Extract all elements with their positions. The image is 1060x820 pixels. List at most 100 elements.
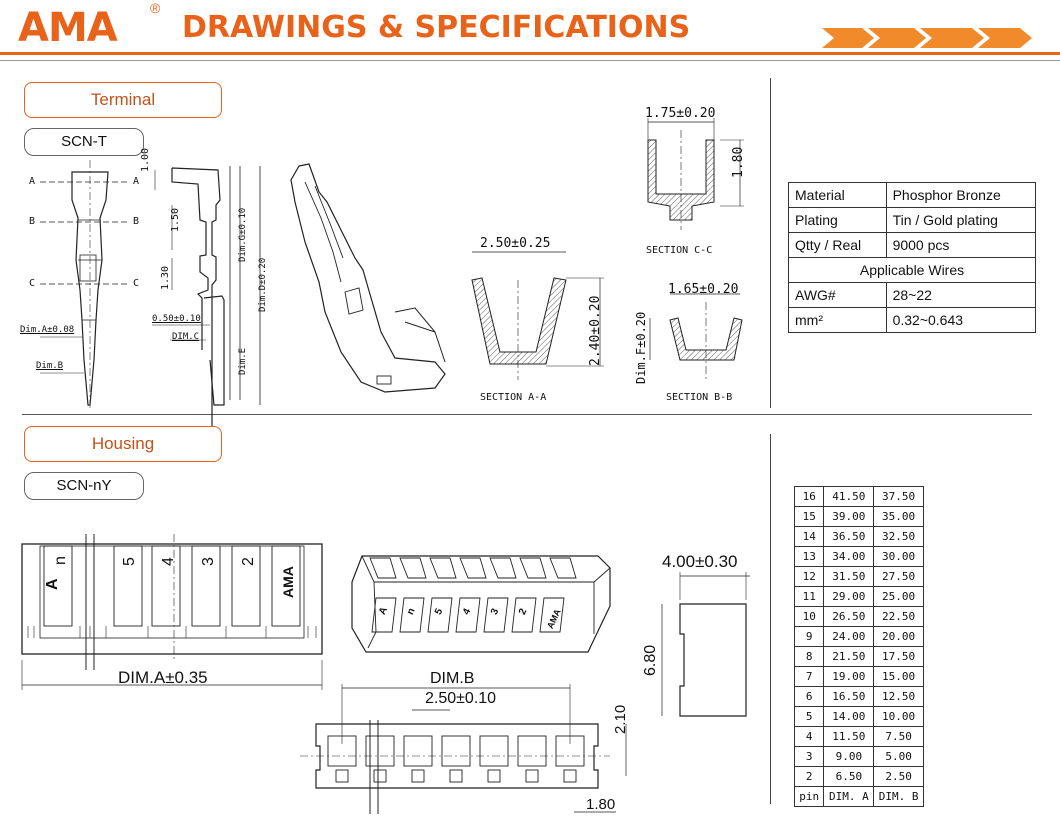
height-label: 6.80: [642, 644, 659, 676]
front-num-5: 5: [121, 557, 138, 566]
dim-b-cell: 5.00: [873, 746, 924, 767]
label-b-right: B: [133, 216, 140, 227]
housing-bottom-view: [300, 684, 627, 814]
dim-a-cell: 26.50: [823, 606, 875, 627]
section-aa-drawing: [471, 251, 604, 380]
page-title: DRAWINGS & SPECIFICATIONS: [182, 10, 691, 45]
sec-aa-width: 2.50±0.25: [480, 236, 551, 251]
pitch-label: 2.50±0.10: [425, 690, 497, 707]
header-rule-thin: [0, 60, 1060, 61]
front-num-a: A: [44, 578, 61, 590]
dim-b-cell: 25.00: [873, 586, 924, 607]
section-divider: [22, 414, 1032, 415]
housing-part-label: SCN-nY: [24, 472, 144, 500]
dim-a-cell: 9.00: [823, 746, 875, 767]
spec-value: 28~22: [885, 282, 1037, 308]
dim-b-cell: 12.50: [873, 686, 924, 707]
dim-b-cell: 17.50: [873, 646, 924, 667]
vertical-divider-top: [770, 78, 771, 408]
housing-front-view: [21, 534, 323, 690]
spec-key: Qtty / Real: [788, 232, 887, 258]
dim-b-cell: 10.00: [873, 706, 924, 727]
label-dim-g: Dim.G±0.10: [238, 207, 248, 262]
label-dim-c: DIM.C: [172, 332, 200, 342]
terminal-iso-view: [290, 163, 446, 393]
housing-side-view: [661, 572, 750, 717]
applicable-wires: Applicable Wires: [788, 257, 1036, 283]
registered-mark: ®: [150, 0, 161, 16]
dim-a-cell: 36.50: [823, 526, 875, 547]
front-num-2: 2: [240, 557, 257, 566]
label-dim-b: Dim.B: [36, 361, 64, 371]
spec-value: Tin / Gold plating: [885, 207, 1037, 233]
dim-b-cell: 15.00: [873, 666, 924, 687]
sec-aa-caption: SECTION A-A: [480, 392, 547, 403]
dim-a-cell: 19.00: [823, 666, 875, 687]
spec-row: Applicable Wires: [788, 257, 1036, 283]
ama-logo: AMA: [18, 5, 118, 51]
dim-header-b: DIM. B: [873, 786, 924, 807]
section-bb-drawing: [649, 293, 743, 382]
spec-key: Plating: [788, 207, 887, 233]
dim-a-cell: 39.00: [823, 506, 875, 527]
dim-pin-cell: 10: [793, 606, 825, 627]
dim-header-a: DIM. A: [823, 786, 875, 807]
dim-header-pin: pin: [793, 786, 825, 807]
label-dim-d: Dim.D±0.20: [258, 257, 268, 312]
dim-a-cell: 31.50: [823, 566, 875, 587]
dim-b-cell: 30.00: [873, 546, 924, 567]
dim-pin-cell: 8: [793, 646, 825, 667]
sec-bb-caption: SECTION B-B: [666, 392, 733, 403]
spec-row: AWG#28~22: [788, 282, 1037, 308]
dim-a-cell: 24.00: [823, 626, 875, 647]
dim-pin-cell: 15: [793, 506, 825, 527]
dim-b-cell: 2.50: [873, 766, 924, 787]
housing-iso-view: [351, 555, 611, 653]
dim-a-label: DIM.A±0.35: [118, 668, 208, 687]
sec-bb-width: 1.65±0.20: [668, 282, 739, 297]
dim-pin-cell: 14: [793, 526, 825, 547]
front-num-3: 3: [200, 557, 217, 566]
sec-cc-caption: SECTION C-C: [646, 245, 713, 256]
spec-value: 9000 pcs: [885, 232, 1037, 258]
label-130: 1.30: [160, 265, 171, 290]
spec-value: Phosphor Bronze: [885, 182, 1037, 208]
dim-a-cell: 11.50: [823, 726, 875, 747]
label-a-left: A: [29, 176, 36, 187]
terminal-side-view: [152, 166, 261, 450]
label-c-left: C: [29, 278, 36, 289]
dim-a-cell: 16.50: [823, 686, 875, 707]
sec-cc-height: 1.80: [731, 146, 746, 178]
dim-b-cell: 7.50: [873, 726, 924, 747]
dim-a-cell: 41.50: [823, 486, 875, 507]
dim-pin-cell: 13: [793, 546, 825, 567]
label-dim-e: Dim.E: [238, 347, 248, 375]
spec-key: Material: [788, 182, 887, 208]
label-dim-a: Dim.A±0.08: [20, 325, 75, 335]
dim-b-cell: 22.50: [873, 606, 924, 627]
dim-pin-cell: 9: [793, 626, 825, 647]
dim-pin-cell: 5: [793, 706, 825, 727]
housing-section-label: Housing: [24, 426, 222, 462]
spec-value: 0.32~0.643: [885, 307, 1037, 333]
spec-key: mm²: [788, 307, 887, 333]
vertical-divider-bottom: [770, 434, 771, 804]
dim-a-cell: 21.50: [823, 646, 875, 667]
dim-pin-cell: 11: [793, 586, 825, 607]
